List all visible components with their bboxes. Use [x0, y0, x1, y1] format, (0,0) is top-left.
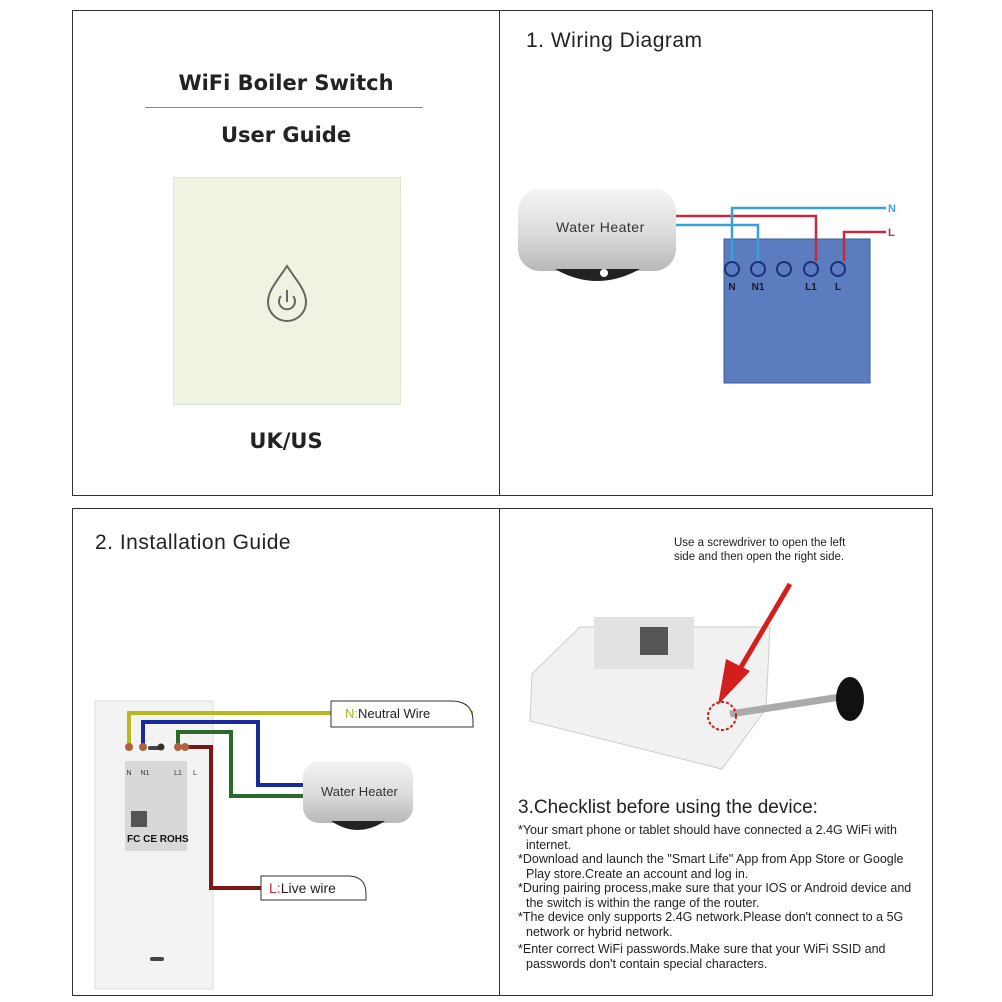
- installation-heading: 2. Installation Guide: [95, 531, 292, 554]
- live-callout: [260, 875, 367, 901]
- neutral-prefix: N:: [345, 706, 358, 721]
- terminal-l1: L1: [805, 282, 817, 293]
- label-sticker: [125, 761, 187, 851]
- instruction-line-2: side and then open the right side.: [674, 551, 845, 563]
- install-terminal-l: L: [193, 770, 197, 777]
- checklist-item: *During pairing process,make sure that y…: [518, 881, 912, 910]
- installation-diagram: N N1 L1 L FC CE ROHS: [94, 700, 474, 990]
- highlight-circle: [707, 701, 737, 731]
- terminal-n1: N1: [752, 282, 765, 293]
- wiring-diagram: N N1 L1 L N L: [518, 189, 896, 384]
- checklist-item: *The device only supports 2.4G network.P…: [518, 910, 904, 939]
- red-arrow-icon: [718, 659, 750, 705]
- opening-illustration: [529, 582, 864, 770]
- heater-label: Water Heater: [556, 219, 645, 235]
- installation-panel: 2. Installation Guide N N1 L1 L FC CE RO…: [72, 508, 500, 996]
- install-terminal-n1: N1: [141, 770, 150, 777]
- cert-marks: FC CE ROHS: [127, 834, 189, 845]
- screwdriver-instruction: Use a screwdriver to open the left side …: [674, 536, 845, 564]
- wiring-heading: 1. Wiring Diagram: [526, 29, 703, 52]
- neutral-text: Neutral Wire: [358, 706, 431, 721]
- live-wire-label: L:Live wire: [269, 880, 336, 896]
- checklist-panel: Use a screwdriver to open the left side …: [499, 508, 933, 996]
- installation-heater-image: [303, 761, 413, 830]
- region-label: UK/US: [249, 429, 323, 453]
- install-terminal-l1: L1: [174, 770, 182, 777]
- wiring-panel: 1. Wiring Diagram N N1 L1 L N L Water He…: [499, 10, 933, 496]
- live-line-label: L: [888, 227, 895, 239]
- install-terminal-n: N: [126, 770, 131, 777]
- product-title: WiFi Boiler Switch: [178, 71, 394, 95]
- neutral-callout: [330, 700, 474, 728]
- switch-panel-image: [173, 177, 401, 405]
- checklist-item: *Download and launch the "Smart Life" Ap…: [518, 852, 904, 881]
- cover-panel: WiFi Boiler Switch User Guide UK/US: [72, 10, 500, 496]
- neutral-line-label: N: [888, 203, 896, 215]
- instruction-line-1: Use a screwdriver to open the left: [674, 537, 846, 549]
- checklist: *Your smart phone or tablet should have …: [518, 823, 914, 971]
- checklist-item: *Enter correct WiFi passwords.Make sure …: [518, 942, 886, 971]
- install-heater-label: Water Heater: [321, 784, 398, 799]
- checklist-heading: 3.Checklist before using the device:: [518, 797, 818, 818]
- water-heater-image: [518, 189, 676, 281]
- live-text: Live wire: [280, 880, 336, 896]
- neutral-wire-label: N:Neutral Wire: [345, 706, 430, 721]
- water-drop-power-icon: [266, 264, 308, 322]
- title-divider: [145, 107, 423, 108]
- live-prefix: L:: [269, 880, 281, 896]
- guide-subtitle: User Guide: [220, 123, 352, 147]
- terminal-n: N: [728, 282, 735, 293]
- checklist-item: *Your smart phone or tablet should have …: [518, 823, 897, 852]
- terminal-l: L: [835, 282, 841, 293]
- switch-module-box: [723, 238, 871, 384]
